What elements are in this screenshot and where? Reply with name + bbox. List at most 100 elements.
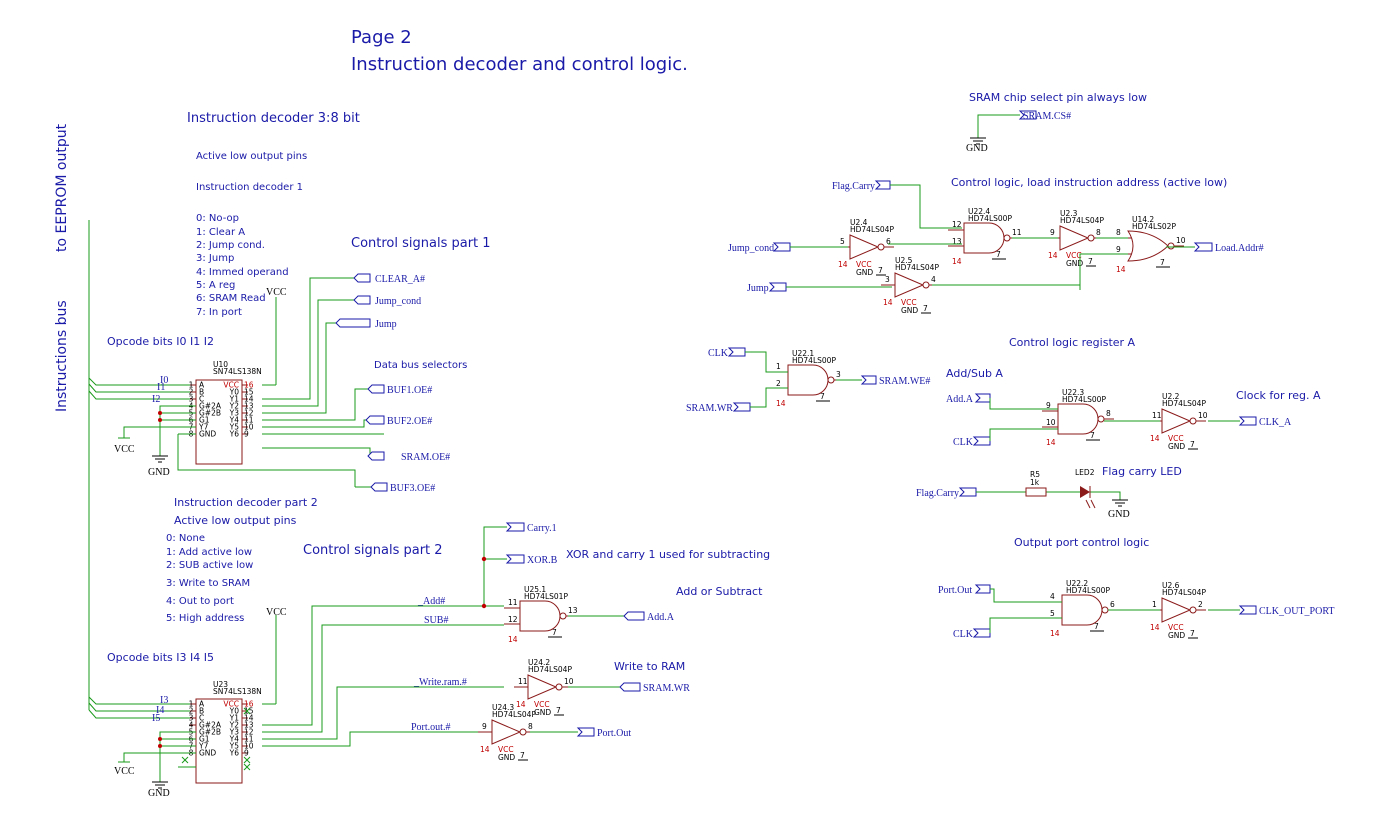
decoder2-code-list: 0: None 1: Add active low 2: SUB active … [166,533,253,624]
gate-part: HD74LS04P [1060,216,1104,225]
decoder1-code: 3: Jump [196,253,234,264]
gnd-label: GND [1108,509,1130,520]
pin-name: G#2A [199,721,222,730]
pin-number: 16 [244,381,254,390]
svg-text:SRAM.OE#: SRAM.OE# [401,452,450,463]
port-clk-a-in-label: CLK [953,437,974,448]
ctrl-load-label: Control logic, load instruction address … [951,176,1227,189]
vcc-symbol: VCC [266,607,287,618]
pin-name: A [199,700,205,709]
pin-number: 7 [923,304,928,313]
pin-number: 3 [836,370,841,379]
port-jump-in-label: Jump [747,283,769,294]
svg-text:CLEAR_A#: CLEAR_A# [375,274,425,285]
power-pin-label: VCC [1066,251,1082,260]
pin-number: 14 [516,700,526,709]
pin-number: 11 [518,677,528,686]
pin-number: 11 [1152,411,1162,420]
port-carry1: Carry.1 [505,522,557,534]
pin-number: 9 [1116,245,1121,254]
gnd-symbol [1112,499,1128,507]
port-buf3-oe: BUF3.OE# [370,482,435,494]
pin-name: Y1 [229,714,240,723]
no-connect-marker [181,756,189,764]
pin-name: Y1 [229,395,240,404]
pin-name: B [199,388,204,397]
svg-text:Jump: Jump [375,319,397,330]
port-clk-label: CLK [708,348,729,359]
decoder1-code: 0: No-op [196,213,239,224]
port-sram-wr: SRAM.WR [619,682,690,694]
svg-text:Carry.1: Carry.1 [527,523,557,534]
decoder1-part: SN74LS138N [213,367,262,376]
pin-number: 6 [1110,600,1115,609]
port-clk-out-in-label: CLK [953,629,974,640]
pin-name: G#2B [199,728,221,737]
pin-number: 14 [244,714,254,723]
pin-number: 14 [1116,265,1126,274]
pin-name: Y5 [229,423,240,432]
gnd-symbol [970,137,986,145]
pin-name: Y7 [198,423,209,432]
pin-number: 9 [1046,401,1051,410]
decoder1-code: 4: Immed operand [196,267,289,278]
decoder2-code: 1: Add active low [166,547,252,558]
decoder1-name: Instruction decoder 1 [196,182,303,193]
add-subtract-label: Add or Subtract [676,585,763,598]
pin-number: 13 [244,402,254,411]
sram-cs-note: SRAM chip select pin always low [969,91,1147,104]
port-clk-a: CLK_A [1238,416,1292,428]
bus-label-i4: I4 [156,705,164,716]
gnd-pin-label: GND [856,268,873,277]
control1-label: Control signals part 1 [351,236,491,251]
pin-number: 5 [840,237,845,246]
pin-number: 7 [520,751,525,760]
pin-number: 10 [564,677,574,686]
port-flag-carry-label: Flag.Carry [832,181,875,192]
pin-number: 4 [931,275,936,284]
page-subtitle: Instruction decoder and control logic. [351,54,688,75]
pin-number: 13 [244,721,254,730]
port-flag-carry-in [958,487,977,497]
no-connect-marker [243,756,251,764]
pin-name: VCC [223,700,239,709]
pin-number: 14 [1150,434,1160,443]
pin-number: 7 [1160,258,1165,267]
gate-ref: U2.5 [895,256,913,265]
svg-text:BUF1.OE#: BUF1.OE# [387,385,432,396]
net-label-port-out: Port.out.# [411,722,450,733]
pin-number: 14 [952,257,962,266]
pin-number: 10 [1176,236,1186,245]
net-label-add: _Add# [417,596,445,607]
gate-ref: U24.2 [528,658,550,667]
decoder2-ref: U23 [213,680,228,689]
pin-number: 14 [1048,251,1058,260]
gate-ref: U25.1 [524,585,546,594]
net-label-sub: SUB# [424,615,448,626]
pin-number: 6 [886,237,891,246]
port-xor-b: XOR.B [505,554,558,566]
svg-text:XOR.B: XOR.B [527,555,558,566]
pin-name: Y6 [229,749,240,758]
decoder1-code-list: 0: No-op 1: Clear A 2: Jump cond. 3: Jum… [196,213,289,318]
instructions-bus-label: Instructions bus [54,300,70,412]
decoder1-code: 1: Clear A [196,227,245,238]
pin-number: 10 [1046,418,1056,427]
pin-number: 13 [568,606,578,615]
gate-ref: U22.4 [968,207,990,216]
pin-name: Y4 [229,735,240,744]
pin-name: G#2B [199,409,221,418]
pin-name: B [199,707,204,716]
port-jump-cond: Jump_cond [353,295,421,307]
pin-number: 14 [508,635,518,644]
pin-number: 9 [482,722,487,731]
decoder1-code: 5: A reg [196,280,235,291]
led-icon [1080,486,1096,509]
pin-number: 9 [1050,228,1055,237]
